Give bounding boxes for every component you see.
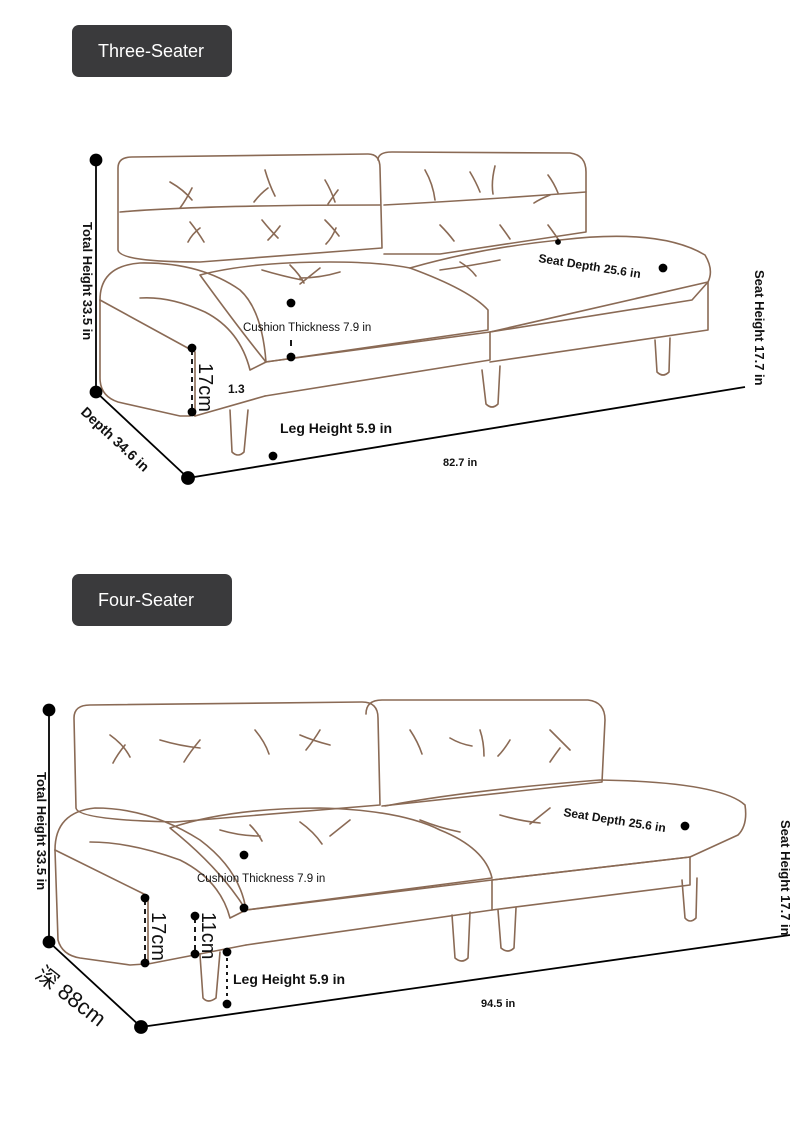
- four-seater-total-height-label: Total Height 33.5 in: [34, 772, 49, 890]
- four-seater-width-label: 94.5 in: [481, 998, 516, 1010]
- four-seater-arm-label: 17cm: [147, 912, 169, 961]
- four-seater-cushion-thickness-label: Cushion Thickness 7.9 in: [197, 873, 325, 885]
- three-seater-depth-label: Depth 34.6 in: [78, 403, 153, 474]
- three-seater-seat-depth-label: Seat Depth 25.6 in: [538, 251, 642, 281]
- four-seater-title: Four-Seater: [98, 589, 195, 610]
- four-seater-depth-label: 深 88cm: [31, 961, 111, 1031]
- total-height-top-dot-4: [42, 703, 56, 717]
- three-seater-title: Three-Seater: [98, 40, 205, 61]
- four-seater-seat-depth-label: Seat Depth 25.6 in: [563, 805, 667, 835]
- three-seater-tag: Three-Seater: [72, 25, 232, 77]
- three-seater-cushion-thickness-label: Cushion Thickness 7.9 in: [243, 322, 371, 334]
- four-seater-tag: Four-Seater: [72, 574, 232, 626]
- three-seater-dimensions: [89, 153, 746, 485]
- three-seater-sofa: [99, 151, 712, 456]
- four-seater-seat-height-label: Seat Height 17.7 in: [778, 820, 790, 936]
- three-seater-arm-label: 17cm: [194, 363, 216, 412]
- three-seater-width-label: 82.7 in: [443, 457, 478, 469]
- three-seater-seat-height-label: Seat Height 17.7 in: [752, 270, 767, 386]
- three-seater-leg-height-label: Leg Height 5.9 in: [280, 420, 392, 436]
- four-seater-arm-label-2: 11cm: [197, 912, 219, 959]
- four-seater-dimensions: [42, 703, 790, 1034]
- total-height-top-dot: [89, 153, 103, 167]
- three-seater-total-height-label: Total Height 33.5 in: [80, 222, 95, 340]
- three-seater-small-label: 1.3: [228, 382, 245, 396]
- four-seater-sofa: [54, 699, 747, 1002]
- four-seater-leg-height-label: Leg Height 5.9 in: [233, 971, 345, 987]
